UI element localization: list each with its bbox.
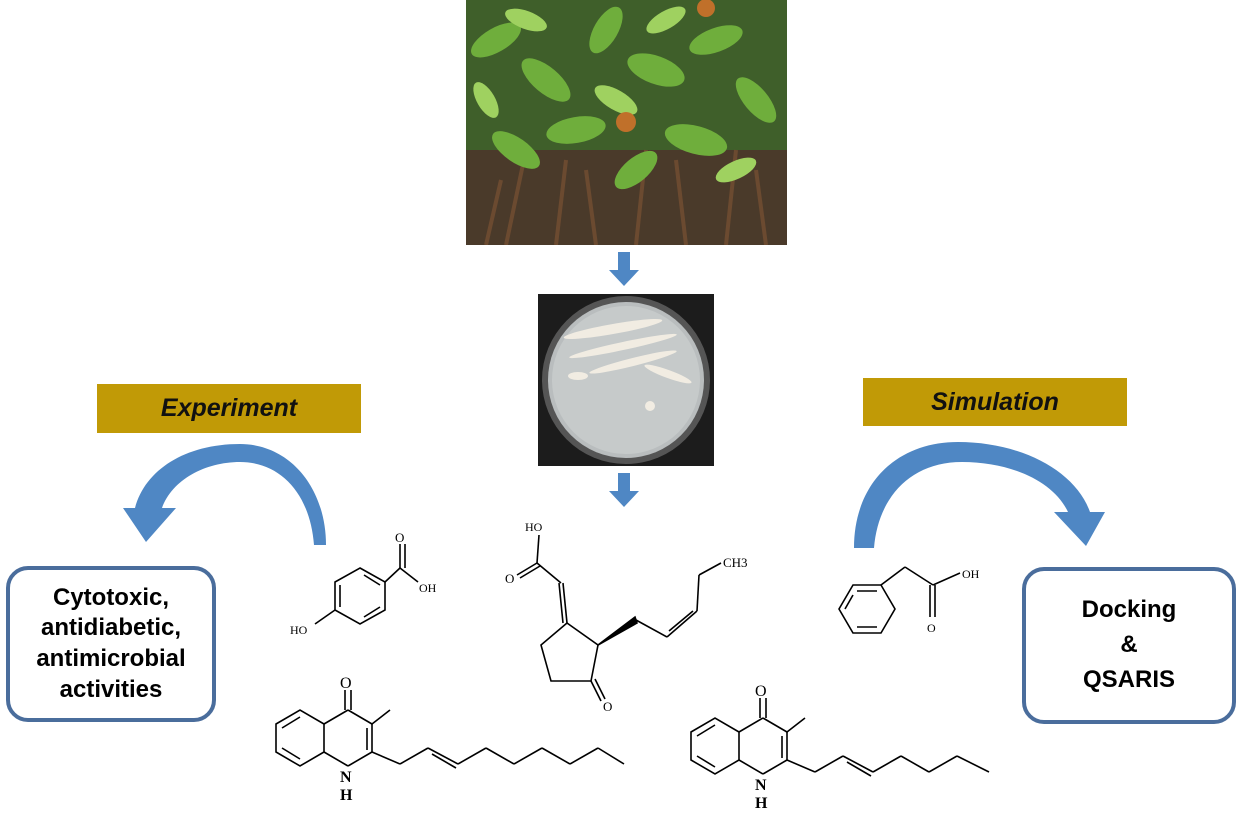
atom-o: O <box>340 675 352 692</box>
atom-oh: OH <box>419 581 437 595</box>
atom-o: O <box>505 571 514 586</box>
quinolone-structure-1: O N H <box>275 675 625 804</box>
atom-oh: OH <box>962 567 980 581</box>
activities-line: activities <box>59 675 163 703</box>
activities-line: antimicrobial <box>36 645 186 672</box>
docking-box: Docking & QSARIS <box>1022 567 1236 724</box>
atom-h: H <box>755 795 768 812</box>
down-arrow-icon <box>609 252 639 286</box>
down-arrow-icon <box>609 473 639 507</box>
atom-oh: HO <box>525 520 543 534</box>
mangrove-plant-photo <box>466 0 787 245</box>
petri-dish-photo <box>538 294 714 466</box>
docking-line: Docking <box>1081 596 1177 624</box>
activities-line: Cytotoxic, <box>52 583 169 611</box>
docking-line: & <box>1120 631 1138 659</box>
simulation-label: Simulation <box>863 378 1127 426</box>
experiment-label: Experiment <box>97 384 361 433</box>
atom-n: N <box>340 769 352 786</box>
atom-h: H <box>340 787 353 804</box>
atom-o: O <box>603 699 612 714</box>
jasmonic-acid-structure: HO O O CH3 <box>505 520 748 714</box>
quinolone-structure-2: O N H <box>690 683 990 812</box>
atom-o: O <box>927 621 936 635</box>
hydroxybenzoic-acid-structure: O OH HO <box>290 530 437 637</box>
activities-box: Cytotoxic, antidiabetic, antimicrobial a… <box>6 566 216 722</box>
docking-line: QSARIS <box>1082 665 1175 693</box>
phenylacetic-acid-structure: OH O <box>838 566 980 635</box>
atom-o: O <box>395 530 404 545</box>
atom-o: O <box>755 683 767 700</box>
activities-line: antidiabetic, <box>40 614 182 642</box>
atom-n: N <box>755 777 767 794</box>
atom-ch3: CH3 <box>723 555 748 570</box>
curved-arrow-left-icon <box>123 444 326 545</box>
curved-arrow-right-icon <box>854 442 1105 548</box>
atom-ho: HO <box>290 623 308 637</box>
